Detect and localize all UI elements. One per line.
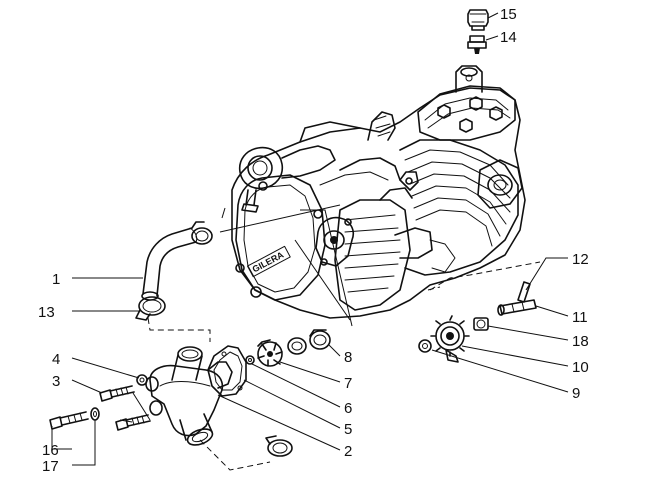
hose-clamp-lower [265, 435, 293, 457]
callout-16: 16 [42, 442, 59, 459]
callout-7: 7 [344, 375, 352, 392]
assembly-guide-lines [147, 204, 541, 471]
part-3-screws [99, 385, 151, 431]
part-17-washer [90, 407, 100, 421]
callout-13: 13 [38, 304, 55, 321]
callout-5: 5 [344, 421, 352, 438]
part-11-pump-shaft [497, 299, 537, 316]
callout-12: 12 [572, 251, 589, 268]
callout-10: 10 [572, 359, 589, 376]
callout-2: 2 [344, 443, 352, 460]
callout-4: 4 [52, 351, 60, 368]
callout-14: 14 [500, 29, 517, 46]
part-1-coolant-hose [141, 227, 198, 301]
callout-9: 9 [572, 385, 580, 402]
part-7-impeller [257, 339, 283, 367]
callout-17: 17 [42, 458, 59, 475]
callout-8: 8 [344, 349, 352, 366]
callout-11: 11 [572, 309, 588, 326]
callout-6: 6 [344, 400, 352, 417]
part-18-bushing [473, 317, 489, 331]
part-16-long-screw [49, 411, 89, 430]
part-5-gasket [207, 345, 247, 397]
part-14-bleed-screw [467, 35, 487, 54]
leader-lines [51, 12, 569, 466]
callout-3: 3 [52, 373, 60, 390]
hose-clamp-upper [191, 221, 213, 245]
callout-18: 18 [572, 333, 589, 350]
part-6-small-washer [245, 355, 255, 365]
part-4-washer [136, 374, 148, 386]
part-10-drive-gear [430, 315, 470, 363]
callout-15: 15 [500, 6, 517, 23]
callout-labels: 15 14 1 13 4 3 16 17 8 7 6 5 2 12 11 18 … [38, 6, 589, 475]
part-15-cap-nut [467, 9, 489, 31]
part-13-hose-clamp [135, 296, 166, 321]
part-12-shaft-pin [517, 281, 531, 303]
engine-assembly: GILERA [231, 65, 526, 319]
callout-1: 1 [52, 271, 60, 288]
part-9-washer [418, 339, 432, 353]
part-8-seals [287, 329, 331, 355]
